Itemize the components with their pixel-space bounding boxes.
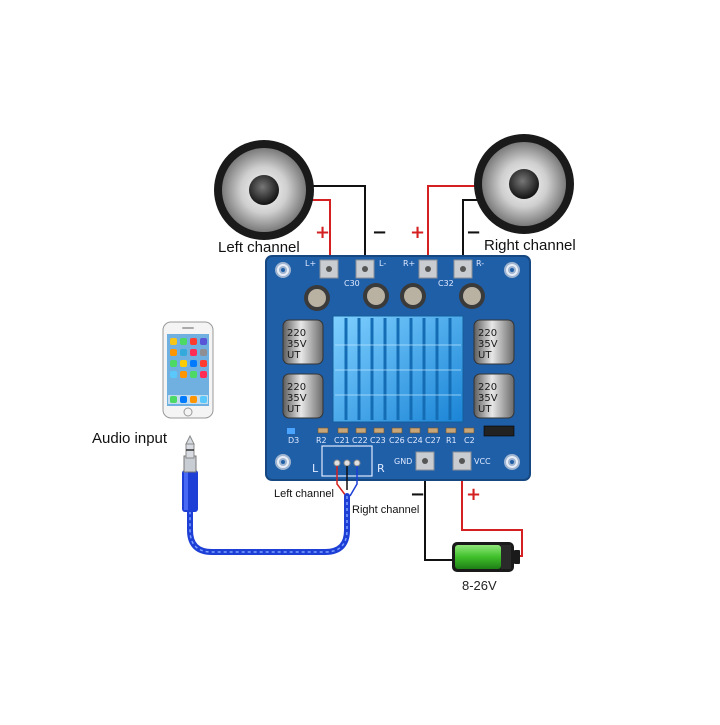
input-left-channel-label: Left channel <box>274 488 334 500</box>
gnd-label: GND <box>394 457 412 466</box>
terminal-label-rplus: R+ <box>403 259 415 268</box>
silk-c22: C22 <box>352 436 368 445</box>
led-d3 <box>287 428 295 434</box>
right-speaker <box>474 134 574 234</box>
terminal-label-lplus: L+ <box>305 259 316 268</box>
mounting-holes <box>275 262 520 470</box>
silk-r1: R1 <box>446 436 457 445</box>
left-minus-wire <box>300 185 366 262</box>
terminal-label-lminus: L- <box>379 259 386 268</box>
svg-text:UT: UT <box>287 404 301 415</box>
heatsink <box>332 315 464 423</box>
smd-components <box>317 425 515 437</box>
input-right-channel-label: Right channel <box>352 504 419 516</box>
left-speaker <box>214 140 314 240</box>
input-header <box>321 445 373 477</box>
capacitor-top-right: 220 35V UT <box>473 319 515 365</box>
left-speaker-label: Left channel <box>218 239 300 256</box>
inductors <box>304 283 485 311</box>
capacitor-bottom-left: 220 35V UT <box>282 373 324 419</box>
silk-c24: C24 <box>407 436 423 445</box>
svg-text:35V: 35V <box>287 339 307 350</box>
terminal-label-rminus: R- <box>476 259 484 268</box>
input-l-label: L <box>312 462 319 475</box>
silk-d3: D3 <box>288 436 299 445</box>
silk-c26: C26 <box>389 436 405 445</box>
right-speaker-label: Right channel <box>484 237 576 254</box>
svg-text:220: 220 <box>287 328 306 339</box>
input-r-label: R <box>377 462 385 475</box>
gnd-wire <box>424 470 460 561</box>
right-plus-sign: + <box>410 222 425 243</box>
speaker-terminals <box>319 259 473 279</box>
capacitor-top-left: 220 35V UT <box>282 319 324 365</box>
svg-text:35V: 35V <box>478 393 498 404</box>
silk-c2: C2 <box>464 436 475 445</box>
gnd-minus-sign: − <box>410 484 425 505</box>
svg-text:220: 220 <box>478 328 497 339</box>
capacitor-bottom-right: 220 35V UT <box>473 373 515 419</box>
svg-text:UT: UT <box>478 404 492 415</box>
svg-text:35V: 35V <box>478 339 498 350</box>
silk-c23: C23 <box>370 436 386 445</box>
right-minus-sign: − <box>466 222 481 243</box>
svg-text:UT: UT <box>478 350 492 361</box>
silk-c32: C32 <box>438 279 454 288</box>
svg-text:35V: 35V <box>287 393 307 404</box>
audio-input-label: Audio input <box>92 430 168 447</box>
power-terminals <box>415 451 472 471</box>
svg-text:220: 220 <box>287 382 306 393</box>
silk-c30: C30 <box>344 279 360 288</box>
battery <box>452 542 520 572</box>
silk-c27: C27 <box>425 436 441 445</box>
app-icons <box>168 338 208 404</box>
svg-text:UT: UT <box>287 350 301 361</box>
phone <box>162 321 214 419</box>
left-plus-sign: + <box>315 222 330 243</box>
left-minus-sign: − <box>372 222 387 243</box>
audio-jack-plug <box>182 434 198 512</box>
silk-r2: R2 <box>316 436 327 445</box>
vcc-label: VCC <box>474 457 491 466</box>
silk-c21: C21 <box>334 436 350 445</box>
battery-voltage-label: 8-26V <box>462 578 497 593</box>
svg-text:220: 220 <box>478 382 497 393</box>
amplifier-board: L+ L- R+ R- C30 C32 220 35V UT 220 35V U… <box>265 255 531 481</box>
audio-cable <box>187 466 358 555</box>
vcc-plus-sign: + <box>466 484 481 505</box>
